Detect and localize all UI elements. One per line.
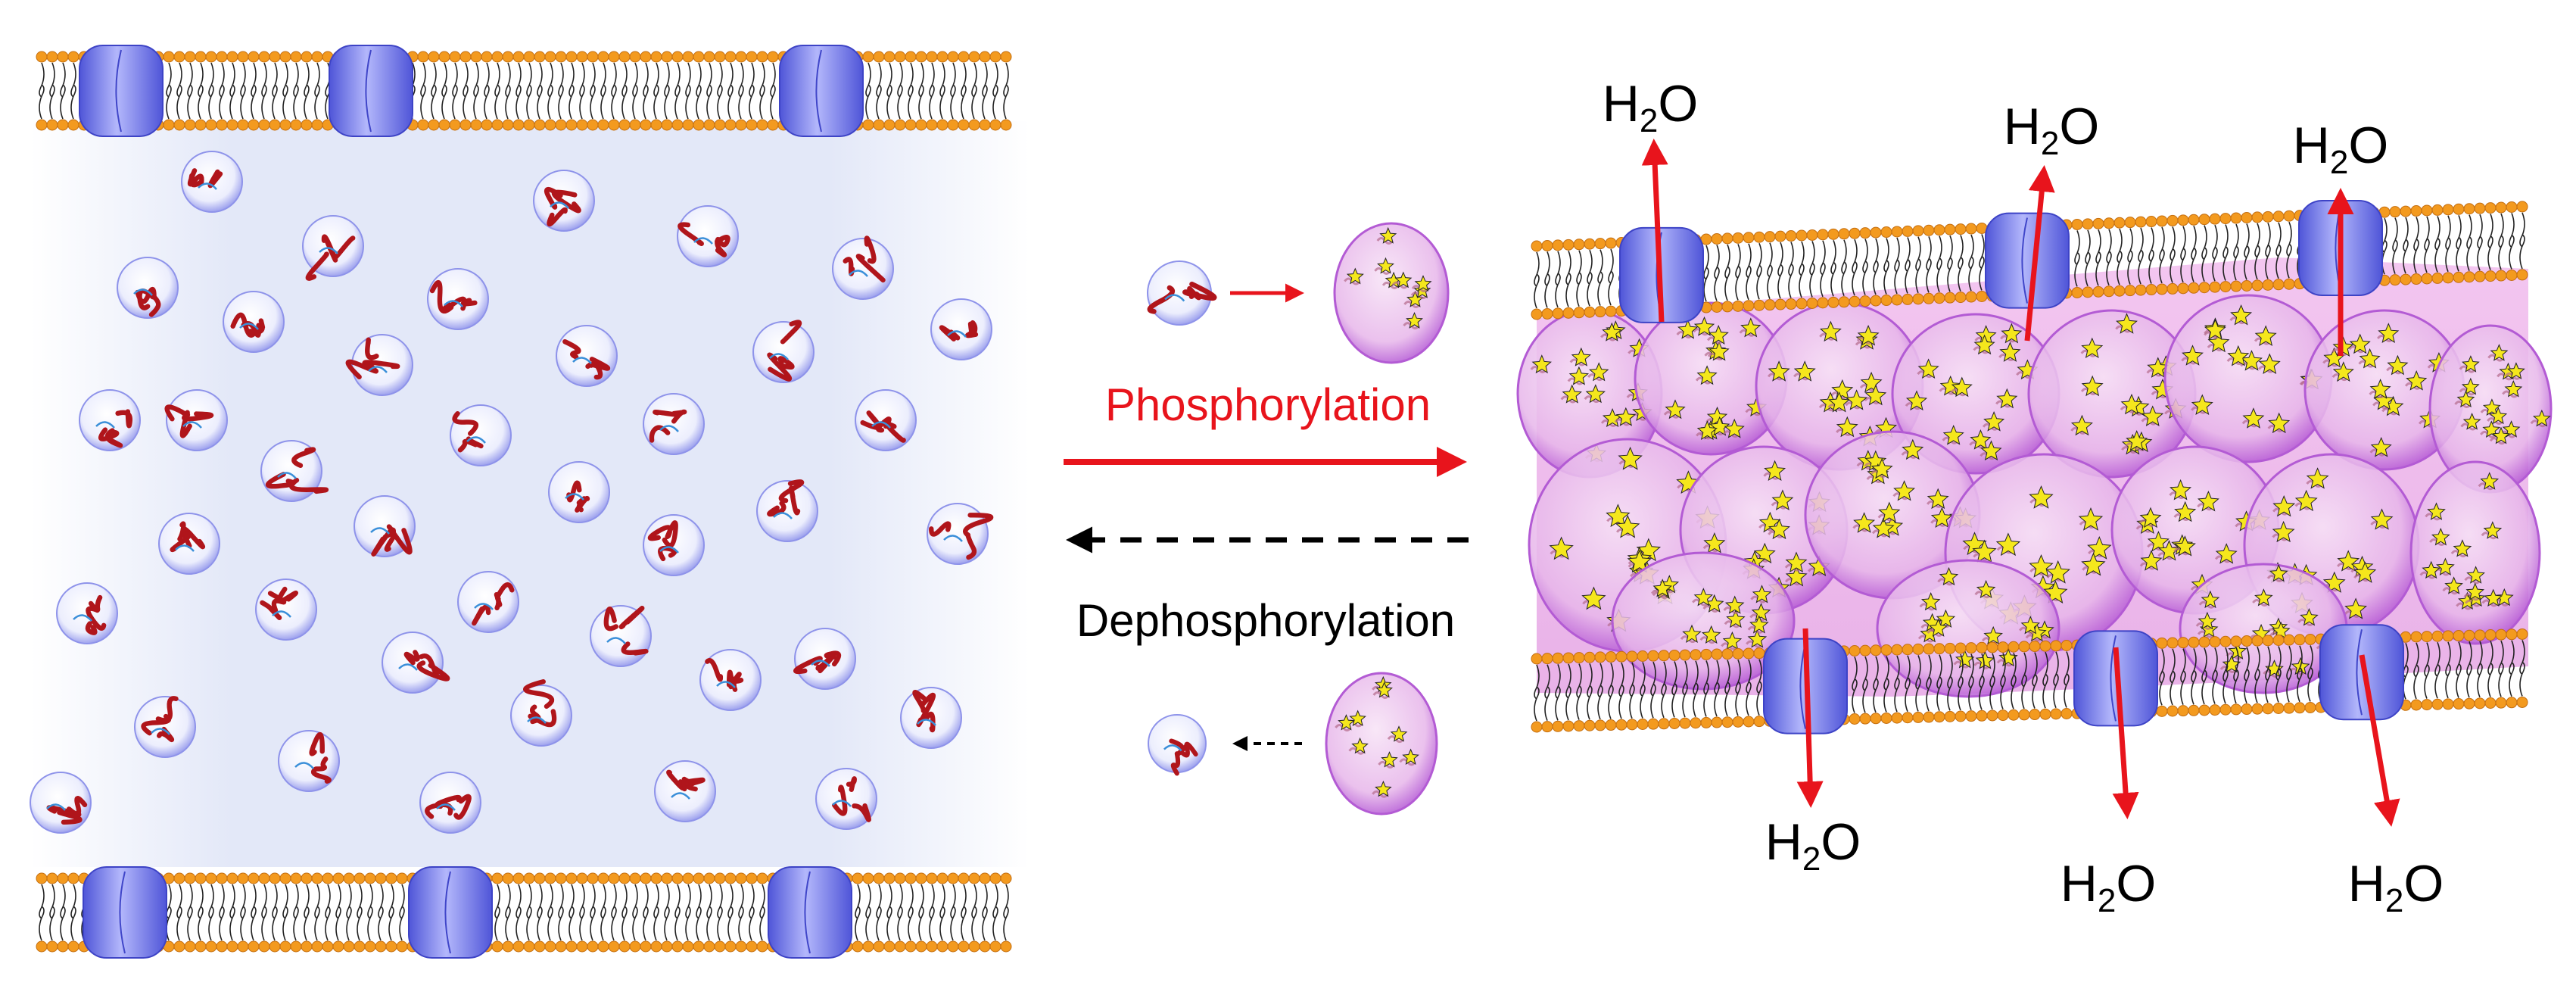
condensate-droplet (2179, 563, 2348, 694)
protein-vesicle (79, 389, 141, 451)
protein-vesicle (677, 205, 739, 267)
condensate-droplet (1804, 430, 1981, 600)
water-arrow (2359, 654, 2400, 827)
water-channel (329, 45, 413, 137)
water-channel (83, 866, 167, 959)
legend-forward-row (1147, 222, 1450, 364)
dephosphorylation-label: Dephosphorylation (1076, 595, 1455, 646)
condensate-droplet (2409, 460, 2541, 645)
water-efflux-top: H2O H2O H2O (1603, 75, 2389, 356)
protein-vesicle (832, 235, 894, 300)
protein-vesicle (345, 334, 413, 396)
water-label: H2O (2293, 117, 2389, 181)
water-channel (768, 866, 852, 959)
left-panel-dilute-state (30, 45, 1029, 959)
condensate-droplet (1325, 672, 1438, 816)
protein-vesicle (181, 151, 243, 213)
protein-vesicle (643, 514, 705, 576)
protein-vesicle (278, 730, 340, 792)
small-vesicle-icon (1148, 714, 1207, 776)
protein-vesicle (56, 582, 118, 644)
condensate-droplet-icon (1325, 672, 1438, 816)
condensate-droplet-icon (1333, 222, 1450, 364)
protein-vesicle (134, 696, 196, 758)
water-efflux-bottom: H2O H2O H2O (1765, 628, 2444, 919)
water-label: H2O (1603, 75, 1699, 139)
water-channel (779, 45, 864, 137)
protein-vesicle (117, 257, 179, 319)
water-channel (408, 866, 493, 959)
water-label: H2O (2004, 98, 2100, 162)
protein-vesicle (1147, 260, 1217, 326)
middle-panel-transition: Phosphorylation Dephosphorylation (1064, 222, 1469, 816)
condensate-droplet (1876, 559, 2060, 698)
protein-vesicle (30, 772, 92, 834)
phase-separated-droplets (1516, 294, 2553, 698)
water-channel (2319, 624, 2404, 721)
water-channel (1985, 212, 2070, 309)
protein-vesicle (756, 479, 818, 542)
protein-vesicle (900, 687, 962, 749)
membrane-top-right (1531, 200, 2528, 323)
protein-vesicle (223, 291, 285, 353)
protein-vesicle (855, 389, 917, 451)
protein-vesicle (158, 513, 220, 575)
protein-vesicle (450, 404, 512, 466)
small-vesicle-icon (1147, 260, 1217, 326)
condensate-droplet (1333, 222, 1450, 364)
protein-vesicle (419, 772, 481, 834)
phosphorylation-label: Phosphorylation (1105, 379, 1431, 430)
protein-vesicle (556, 325, 618, 387)
protein-vesicle (302, 215, 364, 281)
protein-vesicle (382, 632, 450, 694)
protein-vesicle (533, 170, 595, 232)
condensate-droplet (1755, 301, 1924, 471)
protein-vesicle (927, 503, 994, 565)
protein-vesicle (1148, 714, 1207, 776)
water-label: H2O (1765, 813, 1861, 878)
condensate-droplet (1634, 301, 1788, 456)
protein-vesicle (699, 649, 762, 711)
water-arrow (2112, 647, 2139, 819)
protein-vesicle (930, 298, 992, 360)
membrane-bottom-left (36, 866, 1012, 959)
water-arrow (2024, 165, 2055, 342)
protein-vesicle (427, 268, 489, 330)
dilute-protein-vesicles (30, 151, 994, 834)
protein-vesicle (548, 461, 610, 523)
protein-vesicle (457, 571, 519, 633)
water-arrow (1641, 139, 1668, 323)
protein-vesicle (654, 760, 716, 822)
water-label: H2O (2348, 855, 2444, 919)
protein-vesicle (815, 768, 877, 830)
protein-vesicle (354, 495, 416, 557)
protein-vesicle (643, 393, 705, 455)
water-arrow (1796, 628, 1824, 808)
condensate-droplet (1891, 313, 2060, 475)
protein-vesicle (752, 320, 815, 383)
water-channel (79, 45, 164, 137)
protein-vesicle (510, 678, 572, 747)
protein-vesicle (590, 605, 652, 667)
water-label: H2O (2060, 855, 2157, 919)
protein-vesicle (164, 389, 228, 451)
protein-vesicle (793, 628, 856, 690)
legend-reverse-row (1148, 672, 1438, 816)
cytosol-region (30, 121, 1029, 867)
membrane-top-left (36, 45, 1012, 137)
right-panel-condensed-state: H2O H2O H2O H2O H2O H2O (1516, 75, 2553, 919)
protein-vesicle (255, 579, 317, 641)
protein-vesicle (260, 440, 329, 502)
